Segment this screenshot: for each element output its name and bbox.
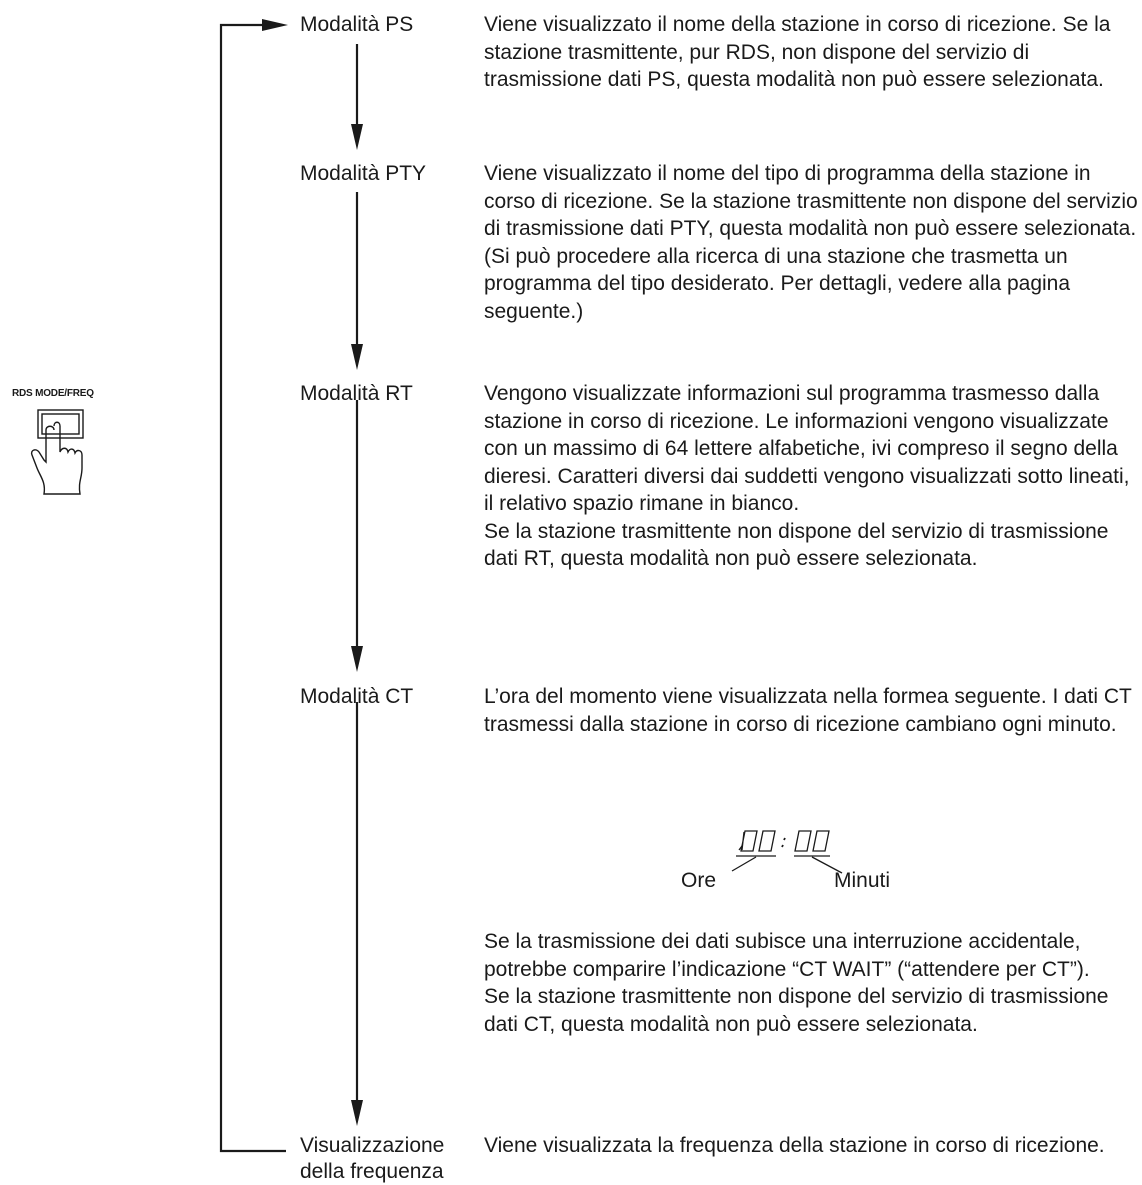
description-ct-after: Se la trasmissione dei dati subisce una … xyxy=(484,928,1142,1038)
description-rt: Vengono visualizzate informazioni sul pr… xyxy=(484,380,1142,573)
description-freq: Viene visualizzata la frequenza della st… xyxy=(484,1132,1142,1160)
description-rt-note: Se la stazione trasmittente non dispone … xyxy=(484,519,1109,571)
arrow-to-ps xyxy=(262,19,288,31)
mode-label-freq-line1: Visualizzazione xyxy=(300,1134,445,1157)
description-ps: Viene visualizzato il nome della stazion… xyxy=(484,11,1142,94)
clock-hours-caption: Ore xyxy=(681,869,717,892)
description-ct-wait: Se la trasmissione dei dati subisce una … xyxy=(484,930,1090,981)
return-loop-line xyxy=(219,23,286,1153)
description-ct-note: Se la stazione trasmittente non dispone … xyxy=(484,985,1109,1036)
hand-press-button-icon xyxy=(30,409,84,495)
arrow-rt-ct-head xyxy=(351,646,363,672)
clock-minute-digit-2 xyxy=(812,830,830,852)
rds-mode-freq-button-label: RDS MODE/FREQ xyxy=(12,388,94,399)
clock-hour-digit-2 xyxy=(758,830,776,852)
description-ps-text: Viene visualizzato il nome della stazion… xyxy=(484,13,1111,91)
description-freq-text: Viene visualizzata la frequenza della st… xyxy=(484,1134,1105,1157)
mode-label-freq-line2: della frequenza xyxy=(300,1160,444,1183)
arrow-pty-rt-head xyxy=(351,344,363,370)
description-pty-text: Viene visualizzato il nome del tipo di p… xyxy=(484,162,1138,240)
arrow-ps-pty-head xyxy=(351,124,363,150)
arrow-ct-freq-head xyxy=(351,1100,363,1126)
clock-colon xyxy=(781,837,786,848)
mode-label-pty: Modalità PTY xyxy=(300,162,427,185)
description-pty: Viene visualizzato il nome del tipo di p… xyxy=(484,160,1142,325)
ct-clock-display xyxy=(731,830,843,874)
clock-minute-digit-1 xyxy=(794,830,812,852)
mode-label-ct: Modalità CT xyxy=(300,685,414,708)
description-ct-text: L’ora del momento viene visualizzata nel… xyxy=(484,685,1132,736)
clock-hours-pointer xyxy=(731,856,757,872)
clock-minutes-caption: Minuti xyxy=(834,869,891,892)
description-pty-note: (Si può procedere alla ricerca di una st… xyxy=(484,244,1071,323)
description-ct: L’ora del momento viene visualizzata nel… xyxy=(484,683,1142,738)
mode-label-rt: Modalità RT xyxy=(300,382,413,405)
description-rt-text: Vengono visualizzate informazioni sul pr… xyxy=(484,382,1130,515)
mode-label-ps: Modalità PS xyxy=(300,13,414,36)
clock-hour-digit-1 xyxy=(740,830,758,852)
clock-minutes-pointer xyxy=(811,856,843,874)
